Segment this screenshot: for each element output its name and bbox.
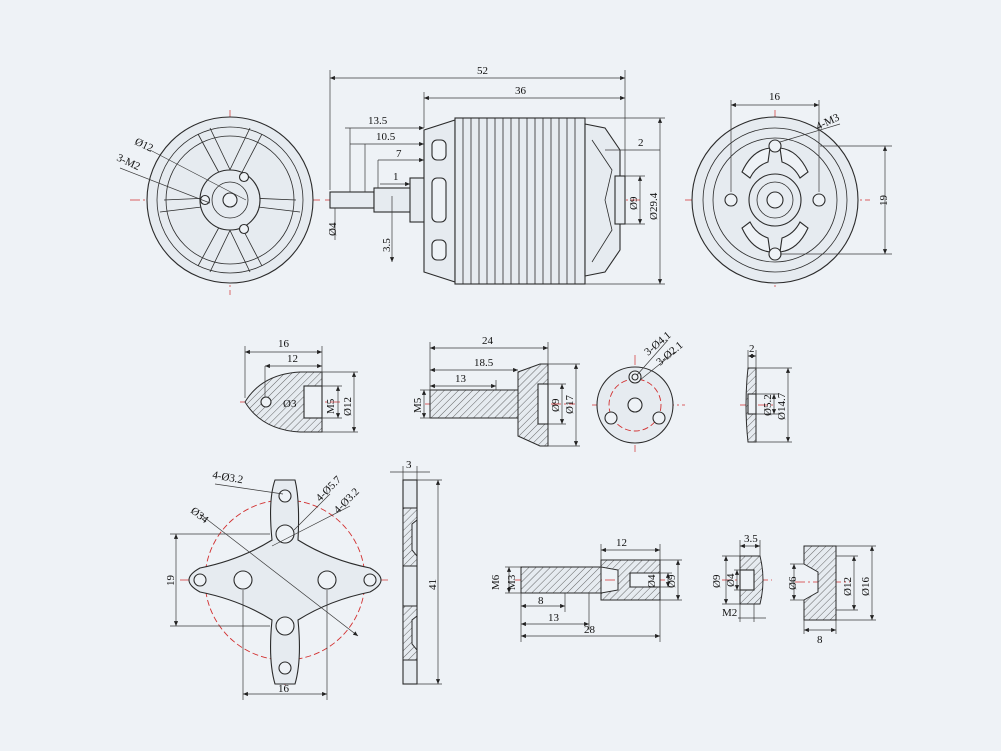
front-d12-label: Ø12 — [133, 136, 155, 155]
prop-cone: 16 12 Ø3 M5 Ø12 — [240, 338, 358, 433]
side-52-label: 52 — [477, 65, 488, 77]
cross-d34-label: Ø34 — [188, 505, 211, 526]
side-36-label: 36 — [515, 85, 527, 97]
adapter-d9-label: Ø9 — [666, 574, 678, 588]
collar-d16-label: Ø16 — [860, 577, 872, 596]
adapter-13-label: 13 — [548, 612, 560, 624]
cross-16-label: 16 — [278, 683, 290, 695]
adapter-shaft: 12 M6 M3 Ø4 Ø9 8 13 28 — [490, 537, 682, 642]
shaft-d9-label: Ø9 — [550, 398, 562, 412]
cone-d3-label: Ø3 — [283, 398, 297, 410]
front-view: Ø12 3-M2 — [115, 110, 320, 295]
side-1-label: 1 — [393, 171, 399, 183]
rear-4m3-label: 4-M3 — [814, 111, 842, 132]
collar: Ø6 Ø12 Ø16 8 — [787, 545, 876, 646]
nut-d4-label: Ø4 — [725, 573, 737, 587]
shaft-d17-label: Ø17 — [564, 395, 576, 414]
plate-3-label: 3 — [406, 459, 412, 471]
side-view: 52 36 13.5 10.5 7 1 2 Ø4 3.5 Ø9 Ø29.4 — [325, 65, 665, 285]
front-3m2-label: 3-M2 — [115, 152, 142, 173]
adapter-d4-label: Ø4 — [646, 574, 658, 588]
cone-d12-label: Ø12 — [342, 397, 354, 416]
shaft-18-5-label: 18.5 — [474, 357, 494, 369]
adapter-12-label: 12 — [616, 537, 627, 549]
side-d29-4-label: Ø29.4 — [648, 192, 660, 220]
nut-m2-label: M2 — [722, 607, 737, 619]
cross-4d3-2b-label: 4-Ø3.2 — [332, 486, 362, 516]
cone-16-label: 16 — [278, 338, 290, 350]
shaft-m5-label: M5 — [412, 397, 424, 413]
nut-3-5-label: 3.5 — [744, 533, 758, 545]
prop-shaft: 24 18.5 13 M5 Ø9 Ø17 — [412, 335, 580, 447]
mount-plate-side: 3 41 — [390, 459, 442, 685]
adapter-m6-label: M6 — [490, 574, 502, 590]
side-3-5-label: 3.5 — [381, 238, 393, 252]
washer: 2 Ø5.2 Ø14.7 — [740, 343, 792, 443]
nut: 3.5 Ø9 Ø4 M2 — [711, 533, 772, 622]
cone-12-label: 12 — [287, 353, 298, 365]
side-d4-label: Ø4 — [327, 222, 339, 236]
side-10-5-label: 10.5 — [376, 131, 396, 143]
cross-19-label: 19 — [165, 575, 177, 587]
washer-d5-2-label: Ø5.2 — [762, 394, 774, 416]
side-7-label: 7 — [396, 148, 402, 160]
rear-16-label: 16 — [769, 91, 781, 103]
prop-disc: 3-Ø4.1 3-Ø2.1 — [592, 329, 686, 452]
washer-d14-7-label: Ø14.7 — [776, 392, 788, 420]
collar-d12-label: Ø12 — [842, 577, 854, 596]
plate-41-label: 41 — [427, 579, 439, 590]
rear-19-label: 19 — [878, 195, 890, 207]
nut-d9-label: Ø9 — [711, 574, 723, 588]
rear-view: 16 4-M3 19 — [685, 91, 892, 290]
adapter-8-label: 8 — [538, 595, 544, 607]
collar-d6-label: Ø6 — [787, 576, 799, 590]
cross-mount: 4-Ø3.2 4-Ø5.7 4-Ø3.2 Ø34 19 16 — [165, 469, 390, 700]
side-d9-label: Ø9 — [628, 196, 640, 210]
washer-2-label: 2 — [749, 343, 755, 355]
cone-m5-label: M5 — [325, 398, 337, 414]
shaft-13-label: 13 — [455, 373, 467, 385]
adapter-28-label: 28 — [584, 624, 596, 636]
collar-8-label: 8 — [817, 634, 823, 646]
side-13-5-label: 13.5 — [368, 115, 388, 127]
shaft-24-label: 24 — [482, 335, 494, 347]
side-2-label: 2 — [638, 137, 644, 149]
cross-4d3-2-label: 4-Ø3.2 — [211, 469, 243, 486]
adapter-m3-label: M3 — [506, 574, 518, 590]
